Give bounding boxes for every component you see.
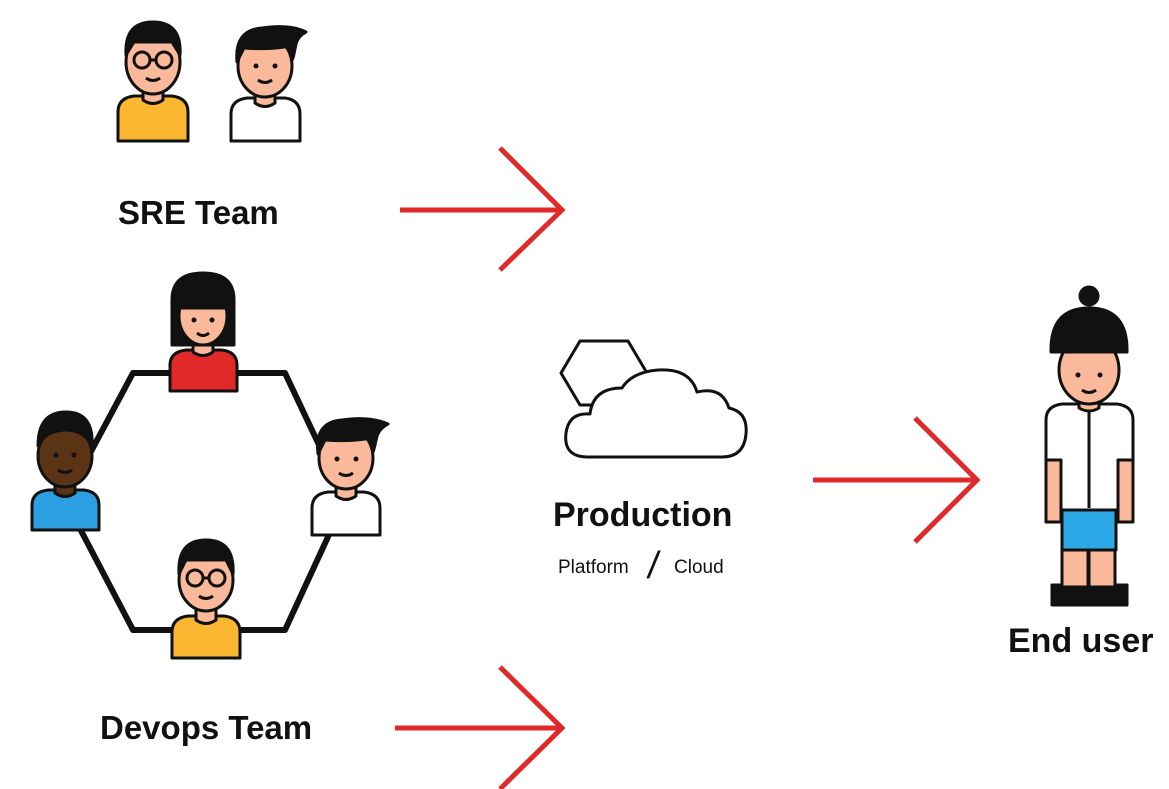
arrow-sre-to-production	[400, 146, 566, 272]
arrow-devops-to-production	[395, 665, 566, 789]
end-user-icon	[1044, 285, 1135, 607]
devops-person-red-icon	[168, 271, 239, 393]
sre-person-glasses-icon	[116, 20, 190, 143]
production-label: Production	[553, 496, 733, 534]
arrow-production-to-end-user	[813, 416, 981, 544]
sre-person-icon	[229, 25, 308, 143]
devops-person-dark-icon	[30, 410, 101, 532]
devops-team-label: Devops Team	[100, 709, 313, 746]
end-user-label: End user	[1008, 622, 1154, 660]
cloud-label: Cloud	[674, 557, 724, 578]
devops-person-glasses-icon	[170, 538, 242, 660]
production-cloud-icon	[559, 339, 748, 459]
devops-person-white-icon	[310, 417, 390, 537]
sre-team-label: SRE Team	[118, 194, 279, 231]
platform-label: Platform	[558, 557, 629, 578]
